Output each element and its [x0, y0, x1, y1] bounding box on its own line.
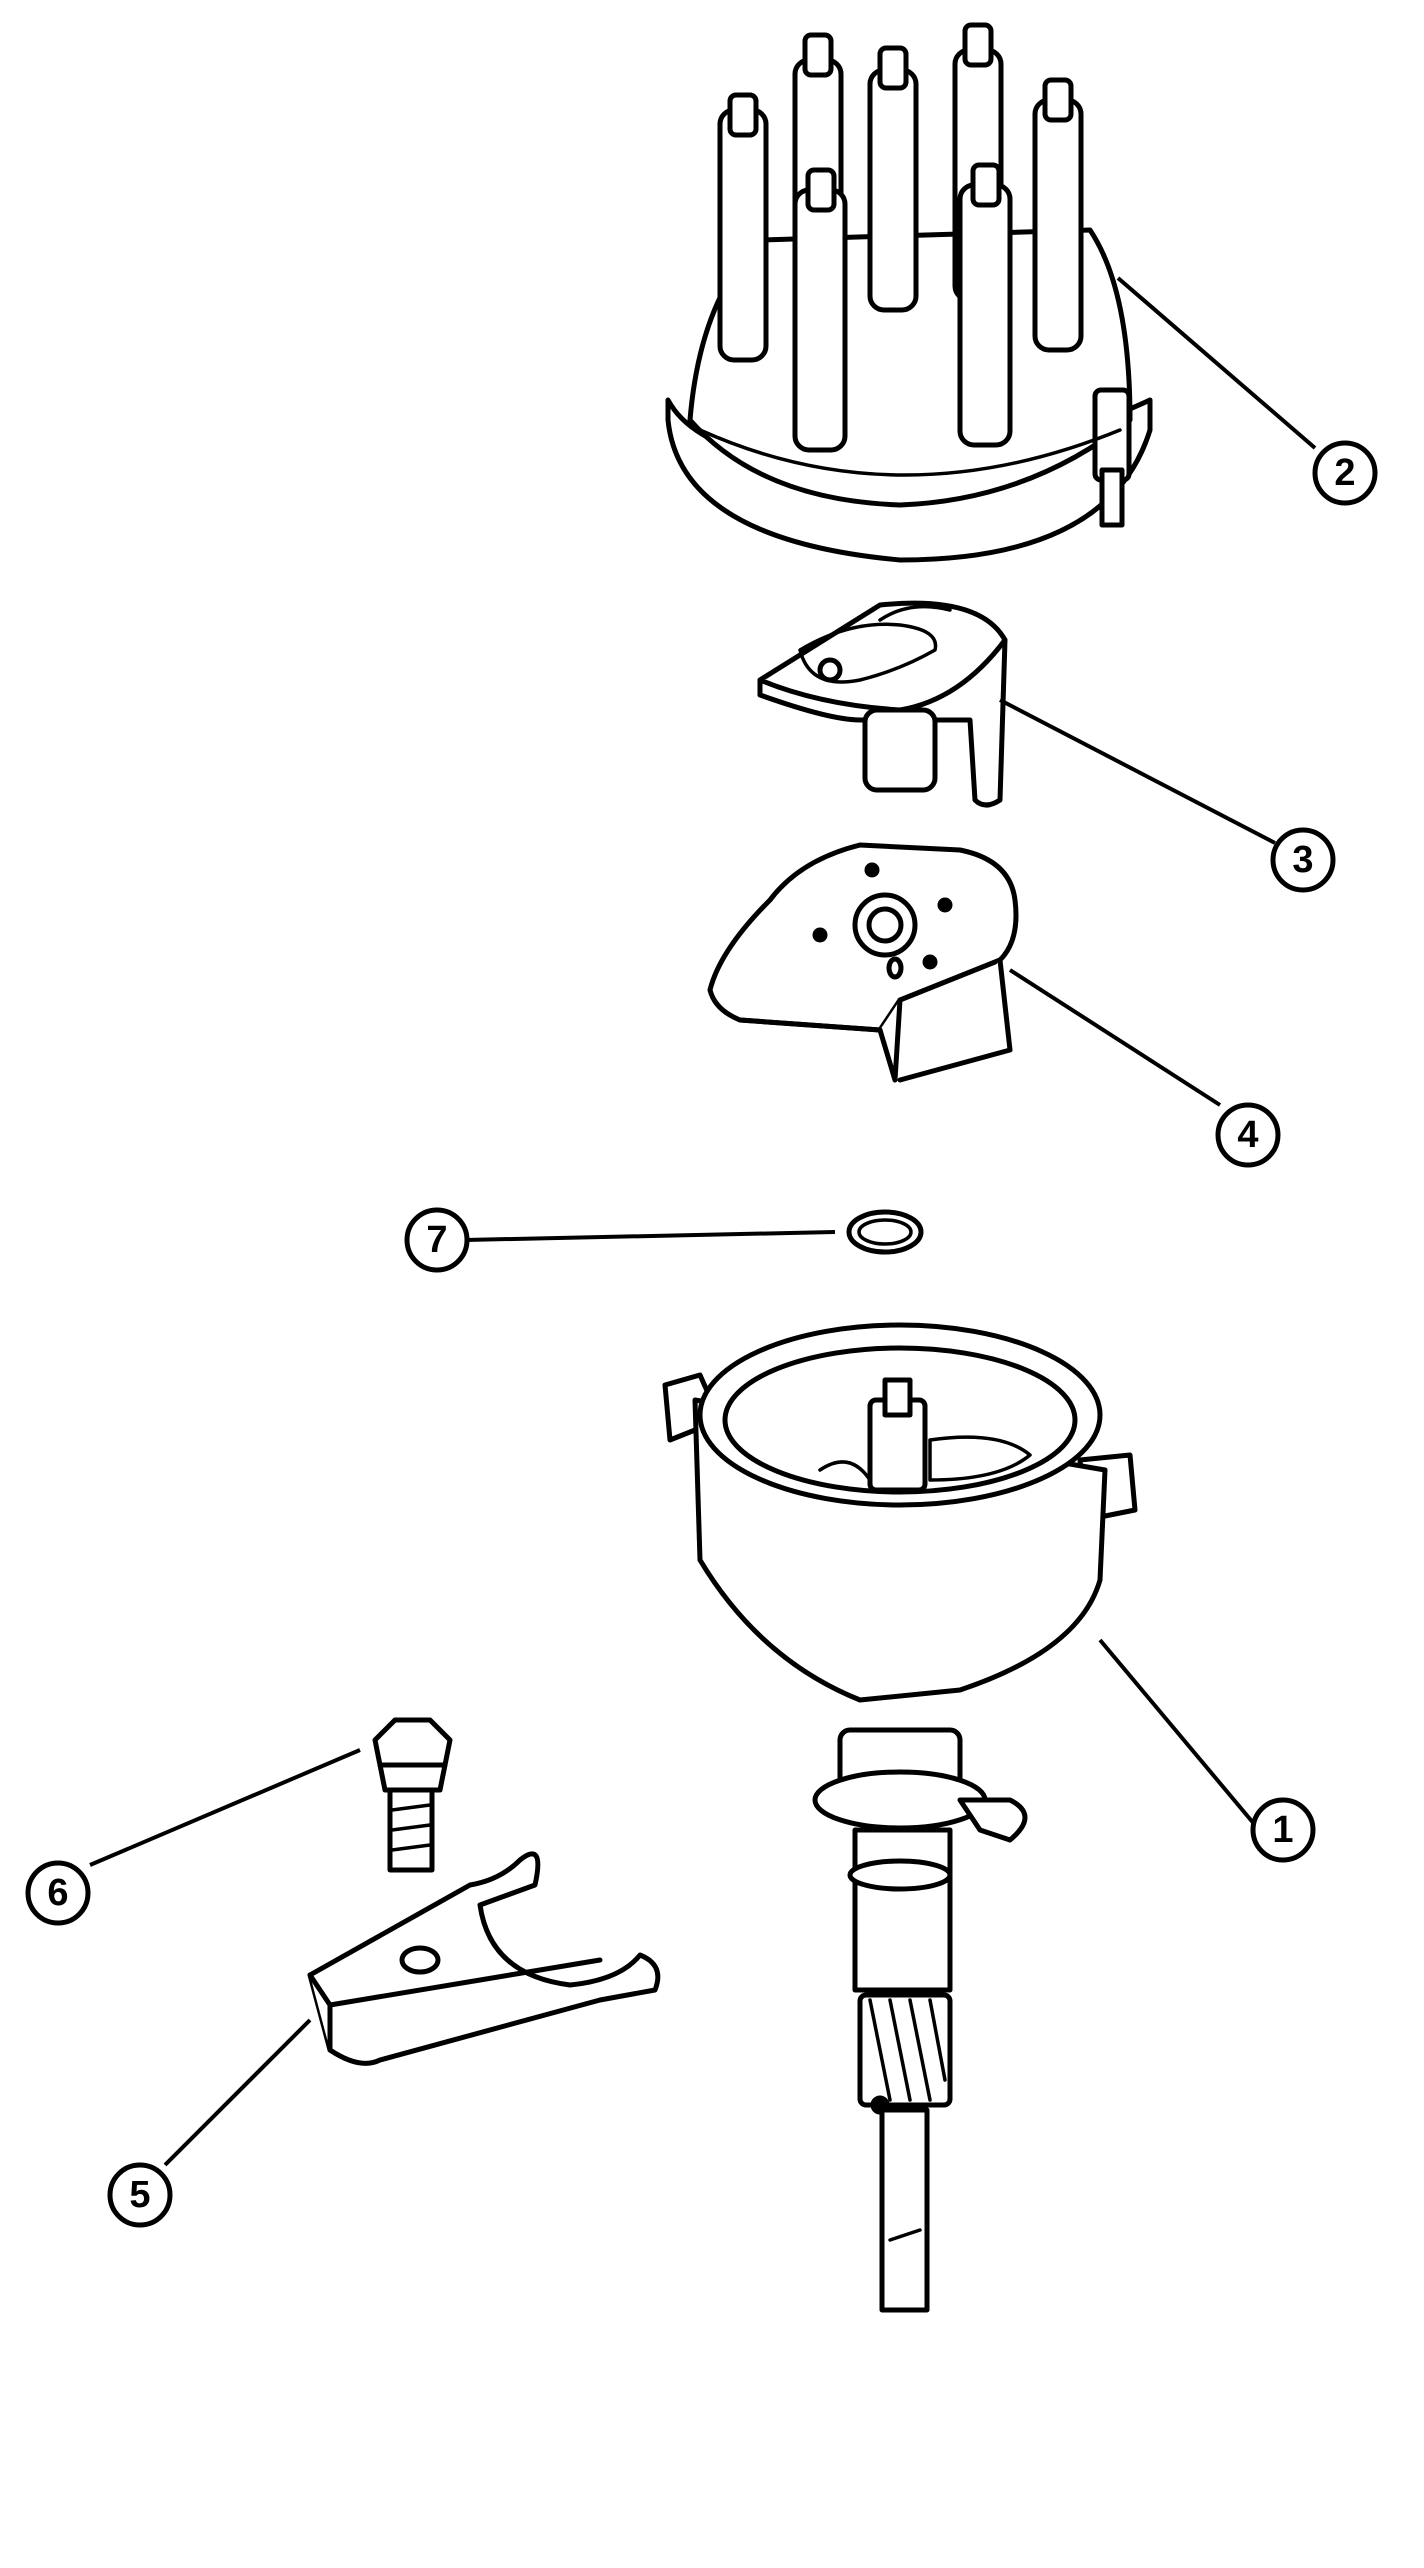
hold-down-clamp: [307, 1851, 661, 2066]
callout-3: 3: [1270, 827, 1336, 893]
leader-5: [163, 2018, 312, 2167]
callout-5: 5: [107, 2162, 173, 2228]
leader-2: [1116, 276, 1317, 450]
shield: [707, 842, 1019, 1083]
rotor: [757, 600, 1008, 808]
callout-7-label: 7: [426, 1219, 447, 1261]
callout-3-label: 3: [1292, 839, 1313, 881]
callout-6: 6: [25, 1860, 91, 1926]
callout-1-label: 1: [1272, 1809, 1293, 1851]
leader-6: [89, 1748, 361, 1867]
callout-2-label: 2: [1334, 452, 1355, 494]
callout-4-label: 4: [1237, 1114, 1258, 1156]
callout-7: 7: [404, 1207, 470, 1273]
leader-3: [999, 698, 1276, 845]
o-ring: [846, 1209, 924, 1255]
callout-5-label: 5: [129, 2174, 150, 2216]
distributor-cap: [665, 22, 1153, 563]
leader-4: [1008, 968, 1222, 1107]
leader-1: [1098, 1638, 1257, 1827]
callout-1: 1: [1250, 1797, 1316, 1863]
leader-7: [464, 1230, 836, 1242]
leader-lines: [89, 276, 1317, 2167]
hold-down-bolt: [372, 1717, 453, 1873]
distributor-housing: [662, 1322, 1138, 2313]
callout-4: 4: [1215, 1102, 1281, 1168]
callout-6-label: 6: [47, 1872, 68, 1914]
callout-2: 2: [1312, 440, 1378, 506]
